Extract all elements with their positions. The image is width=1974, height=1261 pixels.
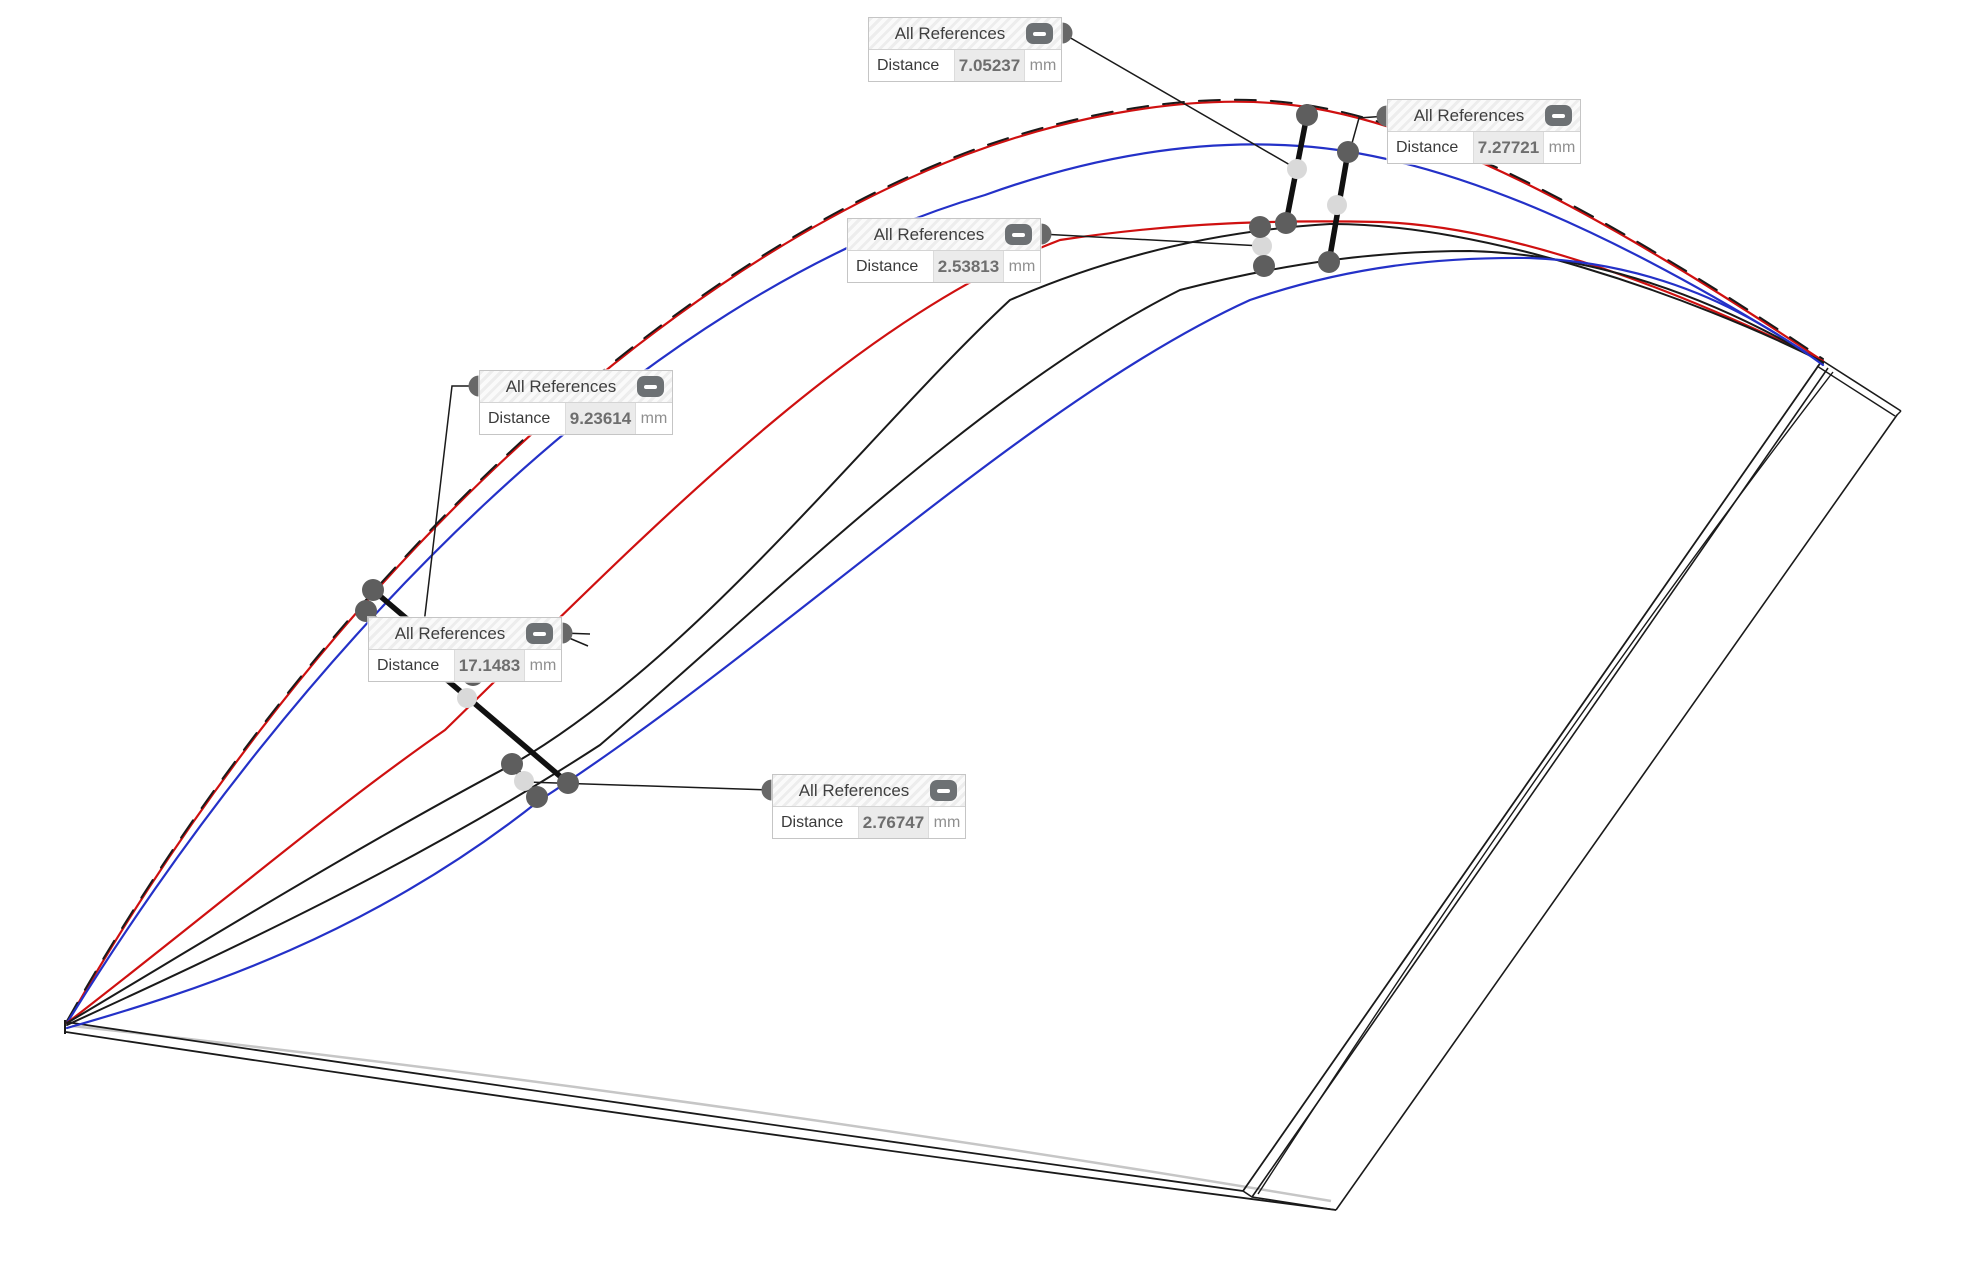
callout-title: All References: [394, 623, 506, 643]
measurement-callout-2[interactable]: All References Distance 7.27721 mm: [1387, 99, 1581, 164]
callout-header: All References: [480, 371, 672, 403]
upper-nominal-curve-blue[interactable]: [65, 143, 1825, 1025]
measurement-callout-6[interactable]: All References Distance 2.76747 mm: [772, 774, 966, 839]
distance-value: 7.27721: [1474, 132, 1544, 163]
leader-callout-4: [422, 385, 479, 633]
distance-unit: mm: [1008, 257, 1036, 275]
endpoint-marker[interactable]: [1296, 104, 1318, 126]
collapse-minus-icon[interactable]: [526, 623, 553, 644]
distance-label: Distance: [480, 403, 566, 434]
bottom-corner-edge: [1242, 1190, 1337, 1211]
front-edge-lower[interactable]: [65, 1031, 1337, 1211]
callout-title: All References: [1413, 105, 1525, 125]
upper-measured-curve-dashed[interactable]: [66, 98, 1824, 1022]
leader-callout-1: [1061, 32, 1298, 170]
endpoint-marker[interactable]: [526, 786, 548, 808]
tip-corner-edge-1[interactable]: [1822, 360, 1902, 412]
callout-row: Distance 2.76747 mm: [773, 807, 965, 838]
callout-row: Distance 17.1483 mm: [369, 650, 561, 681]
midpoint-handle[interactable]: [457, 688, 477, 708]
front-edge-upper[interactable]: [65, 1021, 1244, 1192]
callout-title: All References: [873, 224, 985, 244]
distance-value: 7.05237: [955, 50, 1025, 81]
right-edge-3[interactable]: [1257, 371, 1834, 1195]
callout-header: All References: [1388, 100, 1580, 132]
distance-label: Distance: [848, 251, 934, 282]
tip-corner-cap: [1895, 410, 1902, 417]
callout-header: All References: [369, 618, 561, 650]
measurement-callout-5[interactable]: All References Distance 17.1483 mm: [368, 617, 562, 682]
distance-unit: mm: [933, 813, 961, 831]
distance-value: 17.1483: [455, 650, 525, 681]
measurement-callout-4[interactable]: All References Distance 9.23614 mm: [479, 370, 673, 435]
collapse-minus-icon[interactable]: [1005, 224, 1032, 245]
callout-title: All References: [505, 376, 617, 396]
hidden-bottom-edge[interactable]: [71, 1024, 1332, 1203]
distance-label: Distance: [1388, 132, 1474, 163]
distance-unit: mm: [1029, 56, 1057, 74]
callout-header: All References: [773, 775, 965, 807]
endpoint-marker[interactable]: [1253, 255, 1275, 277]
endpoint-marker[interactable]: [1337, 141, 1359, 163]
middle-measured-curve-1[interactable]: [66, 222, 1824, 1024]
callout-header: All References: [848, 219, 1040, 251]
callout-row: Distance 2.53813 mm: [848, 251, 1040, 282]
upper-nominal-curve-red[interactable]: [65, 100, 1825, 1025]
middle-nominal-curve-red[interactable]: [65, 220, 1825, 1025]
callout-row: Distance 7.05237 mm: [869, 50, 1061, 81]
midpoint-handle[interactable]: [1327, 195, 1347, 215]
callout-row: Distance 9.23614 mm: [480, 403, 672, 434]
collapse-minus-icon[interactable]: [930, 780, 957, 801]
distance-label: Distance: [869, 50, 955, 81]
middle-measured-curve-2[interactable]: [66, 249, 1824, 1026]
callout-title: All References: [798, 780, 910, 800]
outer-right-edge[interactable]: [1335, 414, 1898, 1211]
endpoint-marker[interactable]: [557, 772, 579, 794]
right-edge-1[interactable]: [1242, 361, 1822, 1192]
endpoint-marker[interactable]: [1318, 251, 1340, 273]
middle-nominal-curve-blue[interactable]: [65, 256, 1825, 1030]
midpoint-handle[interactable]: [514, 771, 534, 791]
callout-row: Distance 7.27721 mm: [1388, 132, 1580, 163]
endpoint-marker[interactable]: [1249, 216, 1271, 238]
distance-unit: mm: [1548, 138, 1576, 156]
tip-corner-edge-2[interactable]: [1816, 365, 1896, 417]
distance-label: Distance: [773, 807, 859, 838]
section-curves: [65, 98, 1825, 1030]
distance-value: 2.53813: [934, 251, 1004, 282]
endpoint-marker[interactable]: [355, 600, 377, 622]
midpoint-handle[interactable]: [1252, 236, 1272, 256]
endpoint-marker[interactable]: [362, 579, 384, 601]
distance-label: Distance: [369, 650, 455, 681]
measurement-callout-1[interactable]: All References Distance 7.05237 mm: [868, 17, 1062, 82]
distance-value: 2.76747: [859, 807, 929, 838]
endpoint-marker[interactable]: [501, 753, 523, 775]
distance-unit: mm: [640, 409, 668, 427]
leader-callout-3: [1040, 233, 1263, 247]
callout-header: All References: [869, 18, 1061, 50]
collapse-minus-icon[interactable]: [1026, 23, 1053, 44]
distance-value: 9.23614: [566, 403, 636, 434]
distance-unit: mm: [529, 656, 557, 674]
midpoint-handle[interactable]: [1287, 159, 1307, 179]
endpoint-marker[interactable]: [1275, 212, 1297, 234]
callout-title: All References: [894, 23, 1006, 43]
collapse-minus-icon[interactable]: [1545, 105, 1572, 126]
measurement-callout-3[interactable]: All References Distance 2.53813 mm: [847, 218, 1041, 283]
measurement-points: [355, 104, 1359, 808]
collapse-minus-icon[interactable]: [637, 376, 664, 397]
plate-outline: [64, 360, 1902, 1211]
